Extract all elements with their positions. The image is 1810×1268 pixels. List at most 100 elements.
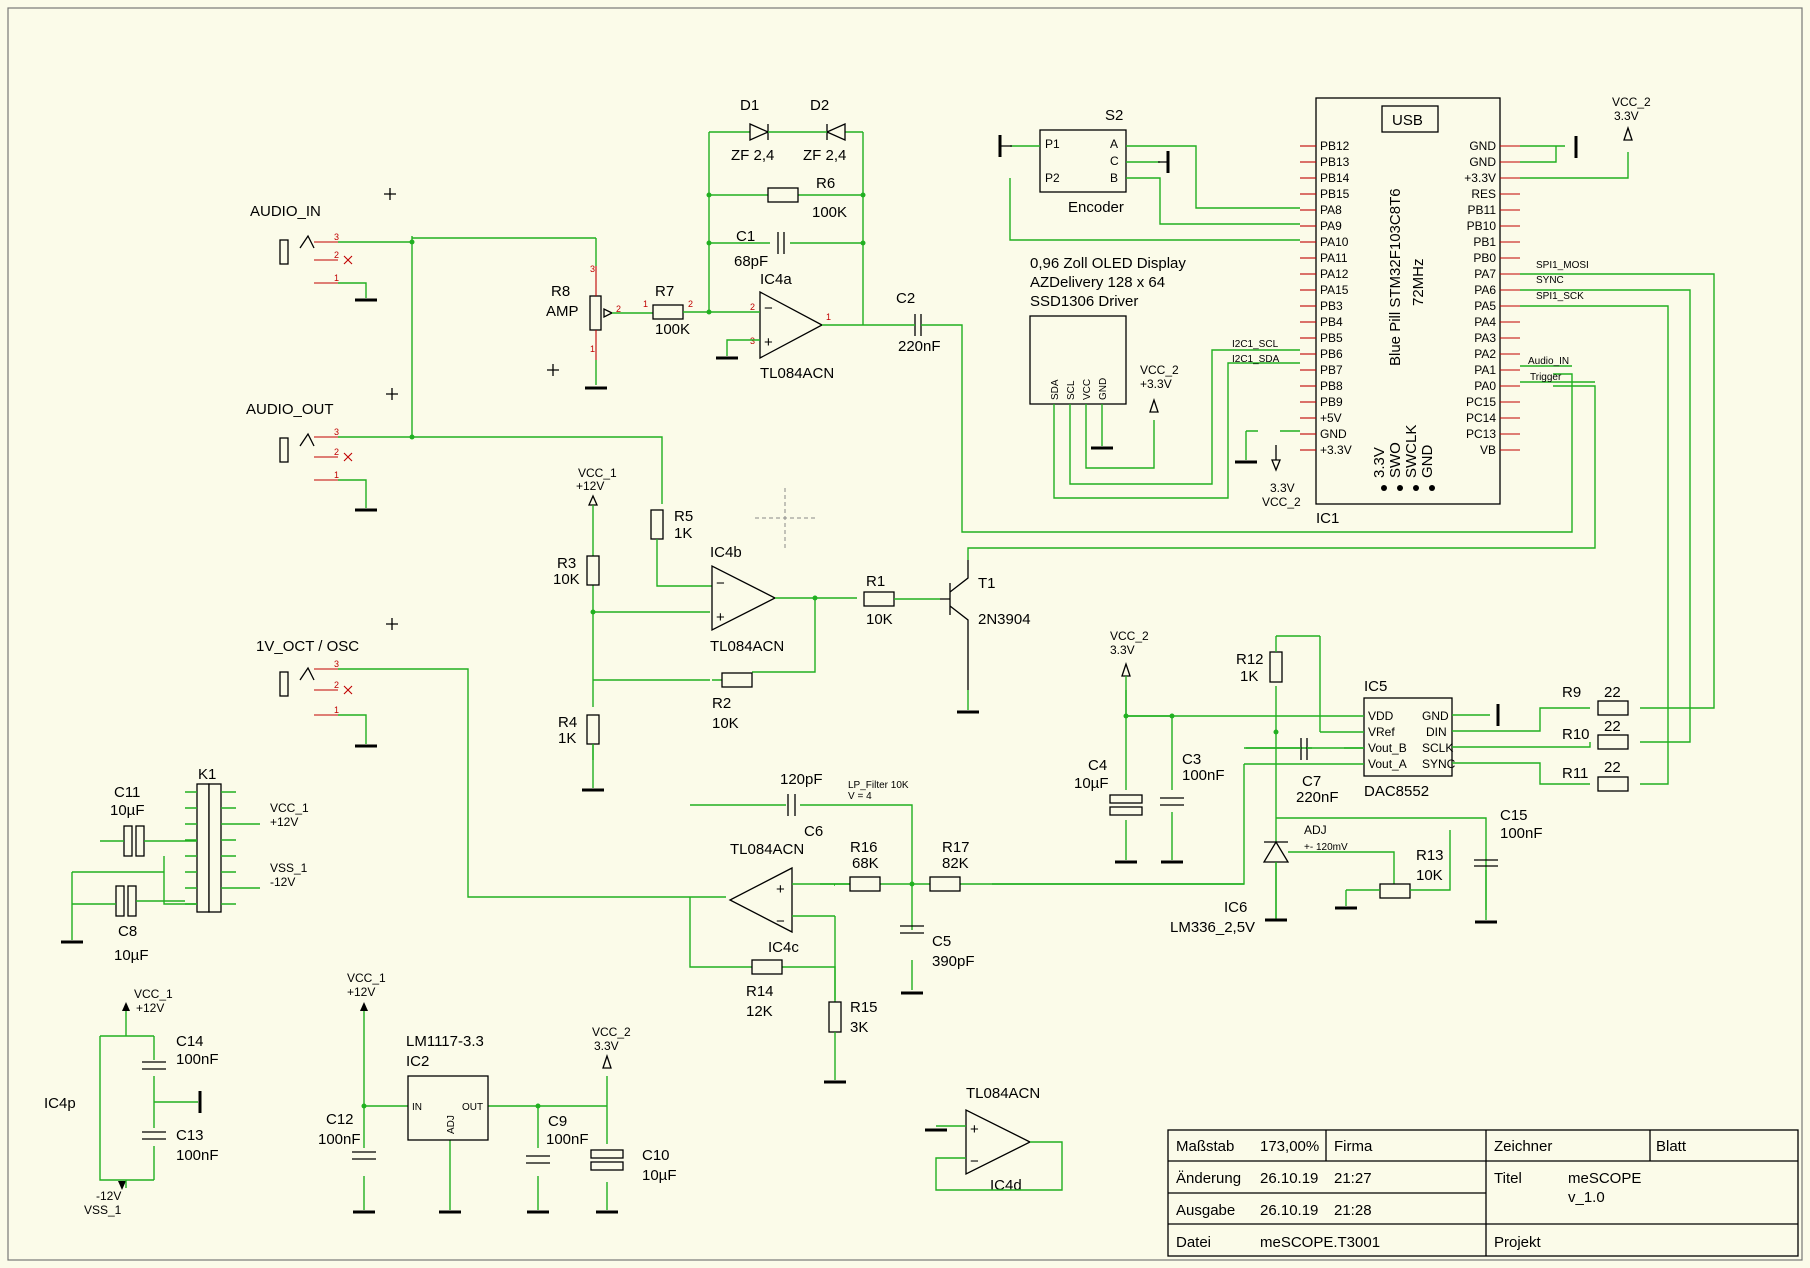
d1-value: ZF 2,4 [731,147,774,164]
ic4b-name: IC4b [710,544,742,561]
ic4d-opamp: TL084ACN +− IC4d [965,1085,1040,1194]
net-lp-filter-2: V = 4 [848,791,872,802]
mcu-left-pin: PA10 [1320,235,1349,249]
svg-text:+: + [776,881,785,898]
r9-resistor: R9 22 [1562,684,1629,716]
p12v-text-reg: +12V [347,985,375,999]
r17-value: 82K [942,855,969,872]
tb-titel-label: Titel [1494,1170,1522,1187]
tb-massstab-value: 173,00% [1260,1138,1319,1155]
r6-value: 100K [812,204,847,221]
mcu-left-pin: PB14 [1320,171,1350,185]
dac-pin-gnd: GND [1422,709,1449,723]
mcu-3v3-supply: 3.3V VCC_2 [1262,445,1301,509]
mcu-pin-swo: SWO [1387,442,1404,478]
r6-name: R6 [816,175,835,192]
encoder-name: S2 [1105,107,1123,124]
r3-resistor: R3 10K [553,555,600,588]
mcu-right-pin: PB0 [1473,251,1496,265]
vcc1-text-ic4p: VCC_1 [134,987,173,1001]
r14-resistor: R14 12K [746,959,783,1020]
r12-resistor: R12 1K [1236,651,1283,685]
p33-text-dac: 3.3V [1110,643,1135,657]
c8-name: C8 [118,923,137,940]
oled-pin-gnd: GND [1098,378,1109,400]
mcu-left-pin: PB12 [1320,139,1350,153]
d1-zener: D1 ZF 2,4 [731,97,774,164]
encoder-pin-p1: P1 [1045,137,1060,151]
ic2-adj: ADJ [446,1115,457,1134]
mcu-title: Blue Pill STM32F103C8T6 [1387,188,1404,366]
mcu-right-pin: VB [1480,443,1496,457]
r1-value: 10K [866,611,893,628]
m12v-text-ic4p: -12V [96,1189,121,1203]
tb-datei-label: Datei [1176,1234,1211,1251]
p33-text-oled: +3.3V [1140,377,1172,391]
r4-resistor: R4 1K [558,714,600,747]
r15-name: R15 [850,999,878,1016]
r6-resistor: R6 100K [767,175,847,221]
net-spi-sck: SPI1_SCK [1536,291,1584,302]
svg-text:2: 2 [616,304,621,314]
tb-aenderung-date: 26.10.19 [1260,1170,1318,1187]
c12-capacitor: C12 100nF [318,1111,376,1160]
r17-resistor: R17 82K [929,839,970,892]
mcu-left-pin: PA8 [1320,203,1342,217]
tb-aenderung-time: 21:27 [1334,1170,1372,1187]
r4-name: R4 [558,714,577,731]
vcc1-text: VCC_1 [578,466,617,480]
mcu-left-pin: PB15 [1320,187,1350,201]
osc-in-jack: 1V_OCT / OSC 321 [256,638,359,716]
t1-transistor: T1 2N3904 [940,560,1031,690]
audio-out-jack: AUDIO_OUT 321 [246,401,353,481]
mcu-right-pin: PC15 [1466,395,1496,409]
svg-text:−: − [970,1153,979,1170]
mcu-pin-swclk: SWCLK [1403,425,1420,478]
r9-name: R9 [1562,684,1581,701]
c5-capacitor: C5 390pF [900,925,975,970]
c11-name: C11 [114,784,140,801]
c1-capacitor: C1 68pF [734,228,785,270]
tb-version: v_1.0 [1568,1189,1605,1206]
c14-capacitor: C14 100nF [142,1033,219,1070]
r5-value: 1K [674,525,692,542]
c2-value: 220nF [898,338,941,355]
c2-name: C2 [896,290,915,307]
dac-name: IC5 [1364,678,1387,695]
r5-resistor: R5 1K [650,508,693,542]
c4-capacitor: C4 10µF [1074,757,1143,816]
mcu-ic1: USB Blue Pill STM32F103C8T6 72MHz IC1 PB… [1300,97,1520,527]
mcu-pin-3v3: 3.3V [1371,447,1388,478]
c14-name: C14 [176,1033,204,1050]
c8-value: 10µF [114,947,149,964]
d2-value: ZF 2,4 [803,147,846,164]
tb-ausgabe-time: 21:28 [1334,1202,1372,1219]
ic4d-name: IC4d [990,1177,1022,1194]
r13-resistor: R13 10K [1379,847,1444,899]
mcu-right-pin: +3.3V [1464,171,1496,185]
p33-text-reg: 3.3V [594,1039,619,1053]
svg-text:2: 2 [334,680,339,690]
r10-resistor: R10 22 [1562,718,1629,750]
r11-resistor: R11 22 [1562,759,1629,792]
r8-potentiometer: 312 R8 AMP [546,264,621,360]
r13-value: 10K [1416,867,1443,884]
dac-pin-sclk: SCLK [1422,741,1453,755]
mcu-left-pin: PB13 [1320,155,1350,169]
mcu-right-pin: RES [1471,187,1496,201]
mcu-left-pin: PB4 [1320,315,1343,329]
encoder-s2: S2 Encoder P1 P2 A C B [1039,107,1127,216]
t1-name: T1 [978,575,996,592]
svg-text:−: − [776,913,785,930]
c5-value: 390pF [932,953,975,970]
mcu-left-pin: PA11 [1320,251,1348,265]
oled-pin-vcc: VCC [1082,379,1093,400]
tb-projekt-label: Projekt [1494,1234,1542,1251]
ic2-name: IC2 [406,1053,429,1070]
r15-resistor: R15 3K [828,999,878,1036]
vcc2-label-dac: VCC_2 3.3V [1110,629,1149,677]
mcu-right-pin: PC14 [1466,411,1496,425]
tb-aenderung-label: Änderung [1176,1170,1241,1187]
mcu-right-pin: PB11 [1468,203,1497,217]
mcu-left-pin: PB9 [1320,395,1343,409]
